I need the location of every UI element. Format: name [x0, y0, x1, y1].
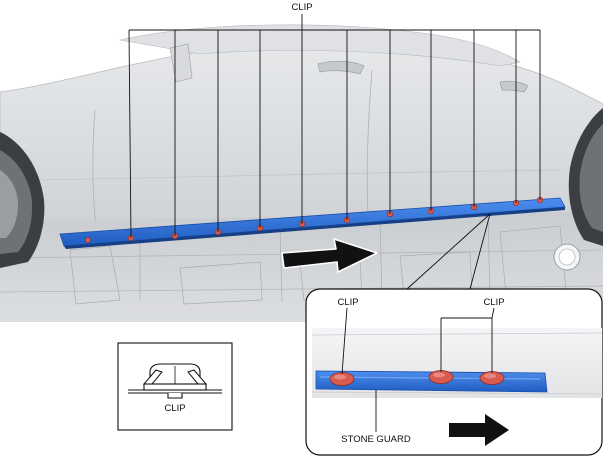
top-clip-leaders [128, 14, 541, 239]
clip-cross-section-icon [128, 363, 222, 399]
top-clip-label: CLIP [291, 2, 312, 13]
direction-arrow-icon [281, 238, 378, 273]
strip-clips [85, 196, 544, 243]
inset-direction-arrow-icon [449, 414, 509, 446]
inset-clip-left-label: CLIP [337, 297, 358, 308]
inset-callout-lines [406, 213, 491, 290]
inset-clip-right-label: CLIP [483, 297, 504, 308]
clip-detail-label: CLIP [164, 403, 185, 414]
stone-guard-detail-inset: CLIP CLIP STONE GUARD [305, 288, 603, 456]
inset-stone-guard-label: STONE GUARD [341, 434, 411, 445]
clip-detail-box: CLIP [117, 342, 233, 431]
stone-guard-strip [59, 196, 566, 249]
car-illustration [0, 24, 603, 322]
